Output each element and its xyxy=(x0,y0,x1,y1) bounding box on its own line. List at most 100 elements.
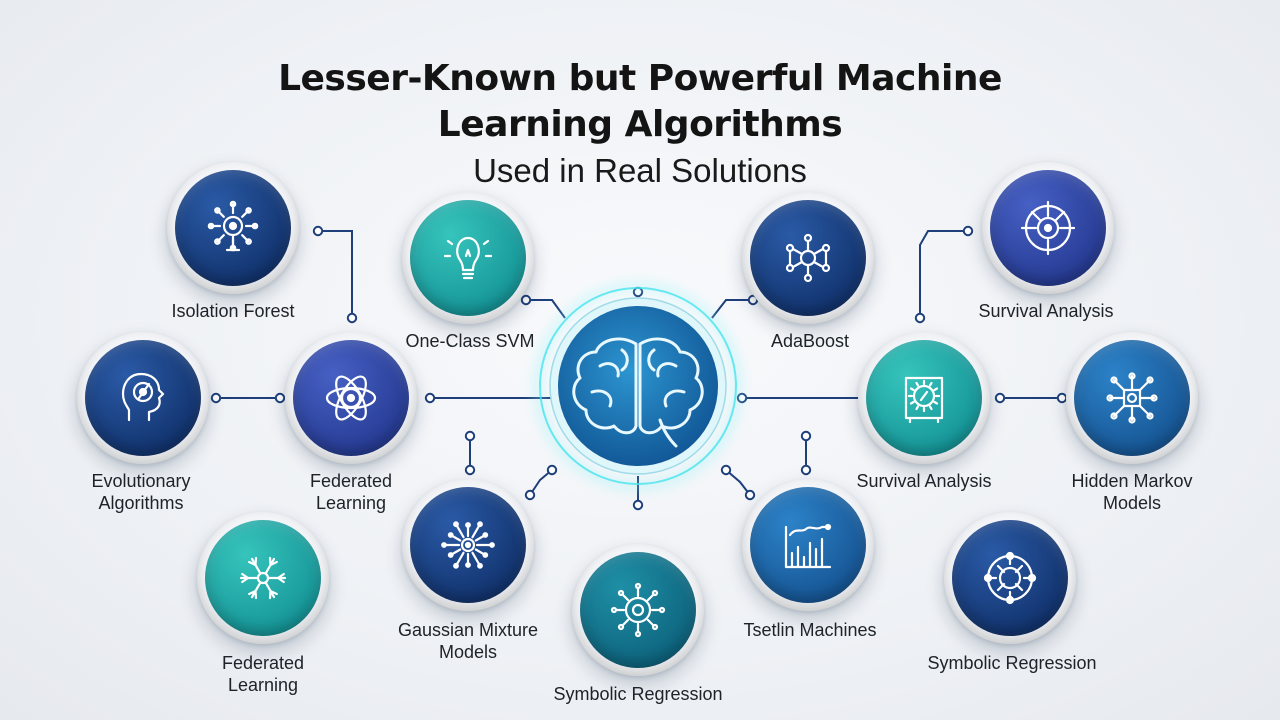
node-disc xyxy=(750,200,866,316)
brain-icon xyxy=(572,337,704,448)
connector-dot xyxy=(524,489,536,501)
center-hub xyxy=(535,283,741,489)
node-label-line: Evolutionary xyxy=(91,471,191,491)
node-label-line: Models xyxy=(1102,493,1162,513)
node-symbolic-regression-center xyxy=(572,544,704,676)
connector-line xyxy=(919,230,968,318)
connector-dot xyxy=(800,430,812,442)
connector-dot xyxy=(520,294,532,306)
node-label-line: Gaussian Mixture xyxy=(397,620,539,640)
connector-line xyxy=(318,230,353,318)
node-label: Symbolic Regression xyxy=(927,652,1096,674)
lightbulb-icon xyxy=(443,236,493,280)
node-label-line: Symbolic Regression xyxy=(553,684,723,704)
connector-dot xyxy=(994,392,1006,404)
node-label-line: Tsetlin Machines xyxy=(743,620,877,640)
chip-network-icon xyxy=(1106,372,1158,424)
connector-dot xyxy=(312,225,324,237)
connector-dot xyxy=(632,499,644,511)
node-label-line: Algorithms xyxy=(98,493,184,513)
idea-chip-icon xyxy=(207,200,259,252)
connector-line xyxy=(529,469,553,496)
node-label-line: One-Class SVM xyxy=(405,331,535,351)
page-title: Lesser-Known but Powerful Machine Learni… xyxy=(0,56,1280,192)
bar-chart-icon xyxy=(784,523,832,569)
device-gear-icon xyxy=(904,376,944,424)
node-label: Tsetlin Machines xyxy=(743,619,876,641)
node-disc xyxy=(175,170,291,286)
node-survival-analysis-top xyxy=(982,162,1114,294)
connector-dot xyxy=(1056,392,1068,404)
starburst-icon xyxy=(441,521,495,569)
node-label-line: Federated xyxy=(309,471,393,491)
connector-dot xyxy=(914,312,926,324)
node-one-class-svm xyxy=(402,192,534,324)
node-disc xyxy=(990,170,1106,286)
node-federated-learning-mid xyxy=(285,332,417,464)
node-disc xyxy=(410,200,526,316)
connector-line xyxy=(711,299,753,319)
node-label-line: Isolation Forest xyxy=(171,301,295,321)
gear-node-icon xyxy=(610,582,666,638)
node-label-line: Federated xyxy=(221,653,305,673)
node-symbolic-regression-right xyxy=(944,512,1076,644)
node-disc xyxy=(750,487,866,603)
node-disc xyxy=(205,520,321,636)
node-survival-analysis-mid xyxy=(858,332,990,464)
node-label: Symbolic Regression xyxy=(553,683,722,705)
connector-dot xyxy=(346,312,358,324)
node-label: Survival Analysis xyxy=(856,470,991,492)
head-profile-icon xyxy=(121,372,165,422)
node-label-line: Models xyxy=(438,642,498,662)
connector-dot xyxy=(424,392,436,404)
title-line-2: Learning Algorithms xyxy=(437,104,843,145)
node-disc xyxy=(293,340,409,456)
connector-dot xyxy=(546,464,558,476)
node-label-line: Learning xyxy=(227,675,299,695)
node-label: Survival Analysis xyxy=(978,300,1113,322)
node-disc xyxy=(1074,340,1190,456)
node-label-line: Symbolic Regression xyxy=(927,653,1097,673)
node-label: AdaBoost xyxy=(771,330,849,352)
title-subtitle: Used in Real Solutions xyxy=(473,152,807,189)
node-disc xyxy=(85,340,201,456)
node-gaussian-mixture-models xyxy=(402,479,534,611)
node-label-line: Hidden Markov xyxy=(1071,471,1193,491)
node-disc xyxy=(580,552,696,668)
connector-line xyxy=(526,299,566,319)
node-tsetlin-machines xyxy=(742,479,874,611)
node-label: Isolation Forest xyxy=(171,300,294,322)
title-line-1: Lesser-Known but Powerful Machine xyxy=(278,58,1002,99)
connector-dot xyxy=(720,464,732,476)
connector-dot xyxy=(962,225,974,237)
connector-dot xyxy=(632,286,644,298)
node-disc xyxy=(410,487,526,603)
node-evolutionary-algorithms xyxy=(77,332,209,464)
node-disc xyxy=(952,520,1068,636)
network-icon xyxy=(785,233,831,283)
connector-dot xyxy=(464,430,476,442)
connector-dot xyxy=(210,392,222,404)
connector-line xyxy=(725,469,751,496)
node-federated-learning-bottom xyxy=(197,512,329,644)
node-disc xyxy=(866,340,982,456)
node-hidden-markov-models xyxy=(1066,332,1198,464)
node-label-line: Survival Analysis xyxy=(978,301,1114,321)
snowflake-icon xyxy=(239,556,287,600)
node-label-line: AdaBoost xyxy=(770,331,850,351)
node-label-line: Survival Analysis xyxy=(856,471,992,491)
orbit-icon xyxy=(325,375,377,421)
connector-dot xyxy=(744,489,756,501)
node-label-line: Learning xyxy=(315,493,387,513)
node-adaboost xyxy=(742,192,874,324)
connector-dot xyxy=(800,464,812,476)
connector-dot xyxy=(274,392,286,404)
node-label: One-Class SVM xyxy=(405,330,534,352)
target-icon xyxy=(1020,200,1076,256)
